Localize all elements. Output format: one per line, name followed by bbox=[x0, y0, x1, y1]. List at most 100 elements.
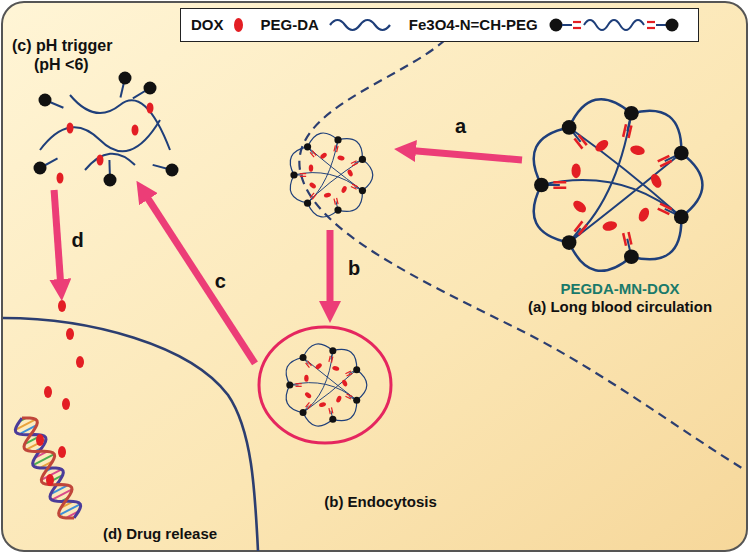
step-letter: b bbox=[348, 258, 360, 278]
dox-dot bbox=[341, 379, 348, 387]
fe3o4-particle bbox=[674, 210, 689, 225]
dox-dot bbox=[304, 375, 308, 382]
imine-bond bbox=[329, 408, 330, 414]
imine-bond bbox=[345, 396, 351, 399]
imine-bond bbox=[623, 124, 626, 137]
peg-da-chain bbox=[569, 113, 631, 242]
imine-bond bbox=[334, 145, 335, 151]
cell-membrane bbox=[299, 40, 745, 470]
endosome-particle bbox=[286, 344, 367, 426]
peg-da-chain bbox=[308, 159, 363, 203]
dox-dot bbox=[337, 155, 345, 161]
released-dox bbox=[76, 356, 84, 368]
fe3o4-particle bbox=[34, 162, 47, 175]
dox-dot bbox=[304, 391, 312, 399]
imine-bond bbox=[308, 361, 312, 366]
step-letter: d bbox=[72, 230, 84, 250]
peg-da-chain bbox=[569, 127, 681, 216]
dox-dot bbox=[593, 138, 610, 154]
dox-dot bbox=[649, 172, 664, 189]
imine-bond bbox=[660, 204, 672, 210]
internalizing-particle bbox=[290, 133, 373, 217]
dox-dot bbox=[315, 362, 323, 370]
imine-bond bbox=[337, 146, 338, 152]
imine-bond bbox=[329, 356, 330, 362]
peg-da-chain bbox=[569, 153, 681, 242]
imine-bond bbox=[658, 156, 670, 162]
imine-bond bbox=[347, 394, 353, 397]
fe3o4-particle bbox=[334, 206, 341, 213]
imine-bond bbox=[306, 402, 310, 407]
fe3o4-particle bbox=[329, 416, 336, 423]
dox-dot bbox=[629, 144, 645, 156]
released-dox bbox=[44, 386, 52, 398]
dox-dot bbox=[57, 173, 64, 184]
dna-helix bbox=[15, 418, 80, 518]
fe3o4-particle bbox=[624, 249, 639, 264]
fe3o4-particle bbox=[144, 82, 157, 95]
imine-bond bbox=[310, 193, 314, 198]
fe3o4-particle bbox=[304, 200, 311, 207]
stage-label-node: (b) Endocytosis bbox=[255, 325, 450, 517]
imine-bond bbox=[334, 199, 335, 205]
fe3o4-particle bbox=[562, 120, 577, 135]
fe3o4-particle bbox=[290, 171, 297, 178]
dox-dot bbox=[97, 155, 104, 166]
legend-text: PEG-DA bbox=[261, 16, 319, 34]
arrow-b bbox=[327, 230, 334, 312]
dox-dot bbox=[571, 198, 588, 214]
dox-dot bbox=[67, 123, 74, 134]
imine-bond bbox=[347, 373, 353, 376]
released-dox bbox=[58, 446, 66, 458]
node-text: (a) Long blood circulation bbox=[528, 298, 712, 316]
legend-sample bbox=[329, 17, 391, 33]
fe3o4-particle bbox=[304, 143, 311, 150]
pegda-mn-dox-particle bbox=[534, 99, 703, 271]
imine-bond bbox=[331, 357, 332, 363]
node-text: (c) pH trigger bbox=[12, 36, 112, 55]
imine-bond bbox=[629, 126, 632, 139]
peg-da-chain bbox=[303, 370, 357, 413]
stage-label-node: (c) pH trigger(pH <6) bbox=[8, 32, 200, 190]
fe3o4-particle bbox=[119, 72, 132, 85]
fe3o4-particle bbox=[300, 409, 307, 416]
legend-text: Fe3O4-N=CH-PEG bbox=[409, 16, 538, 34]
fe3o4-particle bbox=[329, 347, 336, 354]
released-dox bbox=[58, 300, 66, 312]
dox-dot bbox=[308, 182, 316, 190]
dox-dot bbox=[602, 220, 618, 232]
dox-dot bbox=[319, 152, 327, 160]
fe3o4-particle bbox=[353, 366, 360, 373]
peg-da-chain bbox=[303, 351, 333, 413]
dna-strand bbox=[22, 418, 74, 518]
fe3o4-particle bbox=[334, 136, 341, 143]
fe3o4-particle bbox=[286, 381, 293, 388]
peg-da-chain bbox=[40, 120, 160, 151]
fe3o4-particle bbox=[166, 164, 179, 177]
released-dox bbox=[62, 398, 70, 410]
dox-dot bbox=[132, 125, 139, 136]
released-dox bbox=[46, 474, 54, 486]
peg-da-chain bbox=[308, 147, 363, 191]
imine-bond bbox=[351, 161, 357, 164]
fe3o4-particle bbox=[534, 178, 549, 193]
imine-bond bbox=[623, 233, 626, 246]
released-dox bbox=[66, 328, 74, 340]
imine-bond bbox=[352, 184, 358, 187]
dox-dot bbox=[319, 402, 327, 408]
node-text: (pH <6) bbox=[34, 55, 89, 74]
fe3o4-particle bbox=[300, 354, 307, 361]
peg-da-ring bbox=[534, 99, 703, 271]
imine-bond bbox=[345, 371, 351, 374]
dox-dot bbox=[347, 169, 354, 177]
imine-bond bbox=[629, 232, 632, 245]
imine-bond bbox=[579, 135, 587, 145]
arrow-a bbox=[405, 150, 522, 160]
imine-bond bbox=[658, 209, 670, 215]
peg-da-ring bbox=[290, 133, 373, 217]
dox-dot bbox=[341, 185, 348, 193]
dissociated-cluster bbox=[34, 72, 179, 187]
